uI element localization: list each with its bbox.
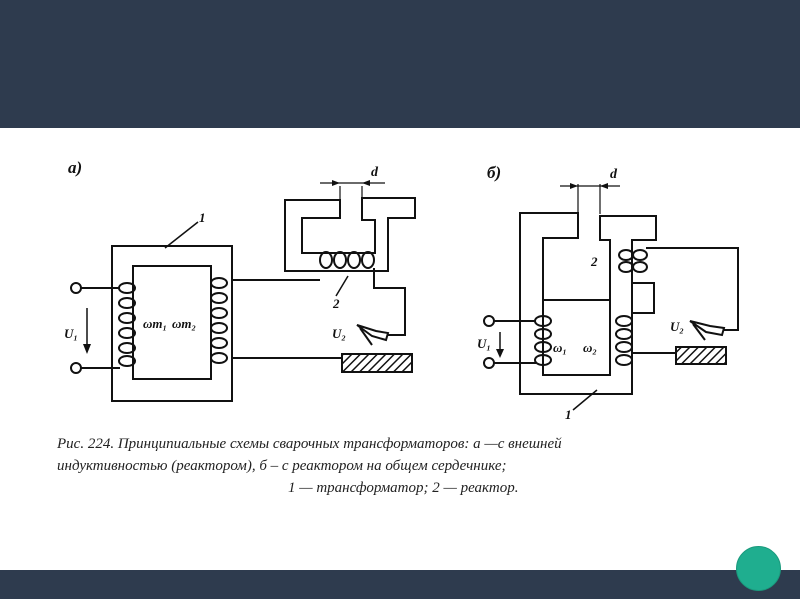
- diagram-a-reactor-core: [284, 197, 416, 272]
- figure-diagrams: а) 1 ωт₁ ωт₂: [0, 128, 800, 428]
- diagram-b-reactor-label: 2: [590, 254, 598, 269]
- diagram-b-wire-loop: [632, 282, 655, 314]
- caption-line-1: Рис. 224. Принципиальные схемы сварочных…: [57, 436, 562, 452]
- diagram-a-input-terminal-top: [70, 282, 82, 294]
- diagram-a-electrode-holder: [356, 324, 390, 346]
- diagram-a-leader-2: [335, 275, 349, 297]
- header-band: [0, 0, 800, 128]
- caption-line-3: 1 — трансформатор; 2 — реактор.: [288, 480, 519, 496]
- diagram-b-reactor-winding: [618, 249, 648, 273]
- diagram-a-secondary-winding: [210, 277, 228, 364]
- diagram-a-transformer-core: [111, 245, 233, 402]
- diagram-b-transformer-label: 1: [565, 407, 572, 422]
- figure-caption: Рис. 224. Принципиальные схемы сварочных…: [57, 433, 717, 499]
- diagram-a-transformer-label: 1: [199, 210, 206, 225]
- diagram-b-panel-label: б): [487, 163, 501, 182]
- diagram-b-leader-1: [572, 389, 598, 411]
- footer-band: [0, 570, 800, 599]
- diagram-b: б) 2 d: [477, 163, 739, 422]
- diagram-b-gap-label: d: [610, 167, 618, 182]
- diagram-b-input-terminal-bottom: [483, 357, 495, 369]
- diagram-a-input-terminal-bottom: [70, 362, 82, 374]
- diagram-a-winding-secondary-label: ωт₂: [172, 316, 196, 331]
- diagram-a-reactor-winding: [319, 251, 375, 269]
- diagram-a-wire-electrode: [373, 268, 406, 336]
- diagram-a-leader-1: [164, 221, 199, 249]
- diagram-a-primary-winding: [118, 282, 136, 367]
- diagram-a-panel-label: а): [68, 158, 82, 177]
- diagram-a: а) 1 ωт₁ ωт₂: [64, 158, 416, 402]
- diagram-a-voltage-out-label: U₂: [332, 326, 346, 341]
- action-circle-button[interactable]: [736, 546, 781, 591]
- diagram-a-winding-primary-label: ωт₁: [143, 316, 167, 331]
- diagram-b-input-terminal-top: [483, 315, 495, 327]
- diagram-b-winding-primary-label: ω₁: [553, 340, 567, 355]
- diagram-b-voltage-out-label: U₂: [670, 319, 684, 334]
- diagram-a-gap-label: d: [371, 165, 379, 180]
- diagram-b-secondary-winding: [615, 315, 633, 366]
- welding-transformer-schematics: а) 1 ωт₁ ωт₂: [64, 158, 739, 422]
- diagram-a-reactor-label: 2: [332, 296, 340, 311]
- diagram-a-workpiece: [341, 353, 413, 373]
- diagram-b-wire-electrode: [646, 247, 739, 331]
- diagram-a-gap-dimension: [320, 180, 385, 216]
- diagram-b-workpiece: [675, 346, 727, 365]
- diagram-b-winding-secondary-label: ω₂: [583, 340, 597, 355]
- diagram-a-voltage-in-label: U₁: [64, 326, 78, 341]
- diagram-b-common-core: [519, 212, 657, 395]
- diagram-b-gap-dimension: [560, 183, 620, 214]
- diagram-b-voltage-in-label: U₁: [477, 336, 491, 351]
- caption-line-2: индуктивностью (реактором), б – с реакто…: [57, 458, 507, 474]
- diagram-b-electrode-holder: [689, 320, 726, 341]
